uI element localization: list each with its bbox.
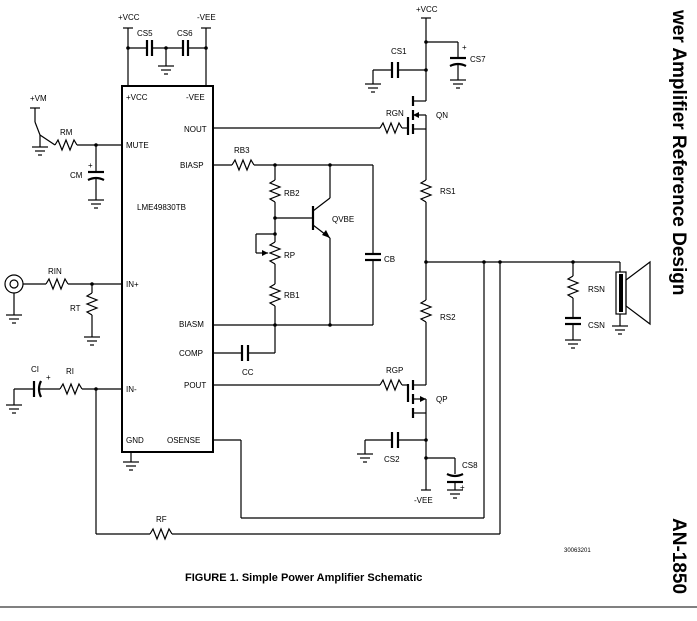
pin-vee-label: -VEE	[186, 93, 205, 102]
svg-text:+: +	[46, 373, 51, 382]
cs5-label: CS5	[137, 29, 153, 38]
pin-mute-label: MUTE	[126, 141, 149, 150]
cs1-label: CS1	[391, 47, 407, 56]
rin-label: RIN	[48, 267, 62, 276]
vcc-top-label: +VCC	[118, 13, 140, 22]
mute-network: +VM RM + CM	[30, 94, 122, 209]
comp-network: CC	[213, 325, 276, 377]
figure-caption: FIGURE 1. Simple Power Amplifier Schemat…	[185, 572, 422, 584]
cs7-label: CS7	[470, 55, 486, 64]
input-network: RIN RT	[4, 267, 122, 346]
vcc-right-label: +VCC	[416, 5, 438, 14]
pin-gnd-label: GND	[126, 436, 144, 445]
ci-label: CI	[31, 365, 39, 374]
chip-gnd-network	[123, 452, 139, 471]
pin-inp-label: IN+	[126, 280, 139, 289]
figure-number: 30063201	[564, 548, 591, 554]
inverting-input-network: CI + RI RF	[6, 262, 501, 541]
rp-label: RP	[284, 251, 295, 260]
vee-bottom-label: -VEE	[414, 496, 433, 505]
rm-label: RM	[60, 128, 73, 137]
ri-label: RI	[66, 367, 74, 376]
rs2-label: RS2	[440, 313, 456, 322]
pin-nout-label: NOUT	[184, 125, 207, 134]
pin-osense-label: OSENSE	[167, 436, 200, 445]
rb1-label: RB1	[284, 291, 300, 300]
svg-text:+: +	[460, 483, 465, 492]
rb3-label: RB3	[234, 146, 250, 155]
qp-label: QP	[436, 395, 448, 404]
side-title: wer Amplifier Reference Design	[668, 9, 689, 295]
rb2-label: RB2	[284, 189, 300, 198]
cm-label: CM	[70, 171, 83, 180]
chip-name: LME49830TB	[137, 203, 186, 212]
pin-biasm-label: BIASM	[179, 320, 204, 329]
side-doc-number: AN-1850	[668, 518, 689, 594]
cc-label: CC	[242, 368, 254, 377]
rsn-label: RSN	[588, 285, 605, 294]
csn-label: CSN	[588, 321, 605, 330]
svg-text:+: +	[88, 161, 93, 170]
cs8-label: CS8	[462, 461, 478, 470]
vee-top-label: -VEE	[197, 13, 216, 22]
cb-label: CB	[384, 255, 395, 264]
pin-pout-label: POUT	[184, 381, 206, 390]
zobel-network: RSN CSN	[565, 262, 605, 349]
rf-label: RF	[156, 515, 167, 524]
bias-network: RB3 RB2 QVBE RP RB1 CB	[213, 146, 395, 327]
top-supply-network: +VCC -VEE CS5 CS6	[118, 13, 216, 86]
qvbe-label: QVBE	[332, 215, 354, 224]
rgn-label: RGN	[386, 109, 404, 118]
chip-lme49830tb: LME49830TB +VCC -VEE NOUT MUTE BIASP IN+…	[121, 85, 214, 453]
pin-vcc-label: +VCC	[126, 93, 148, 102]
rt-label: RT	[70, 304, 81, 313]
osense-network	[213, 262, 485, 519]
pin-biasp-label: BIASP	[180, 161, 204, 170]
speaker-icon	[612, 260, 651, 335]
cs6-label: CS6	[177, 29, 193, 38]
pin-comp-label: COMP	[179, 349, 203, 358]
output-stage: +VCC + CS7 CS1 RGN Q	[213, 5, 620, 505]
svg-text:+: +	[462, 43, 467, 52]
pin-inm-label: IN-	[126, 385, 137, 394]
vm-label: +VM	[30, 94, 47, 103]
rs1-label: RS1	[440, 187, 456, 196]
rgp-label: RGP	[386, 366, 403, 375]
cs2-label: CS2	[384, 455, 400, 464]
qn-label: QN	[436, 111, 448, 120]
